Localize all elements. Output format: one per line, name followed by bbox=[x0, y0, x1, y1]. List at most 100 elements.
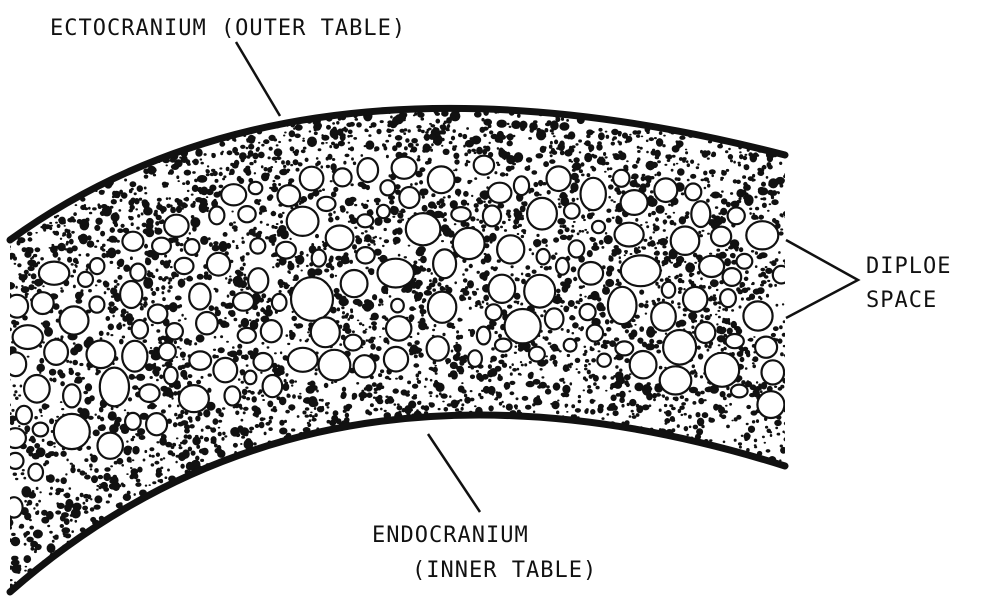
stipple-dot bbox=[218, 347, 225, 353]
stipple-dot bbox=[227, 150, 233, 155]
stipple-dot bbox=[678, 287, 683, 291]
stipple-dot bbox=[33, 254, 37, 257]
stipple-dot bbox=[536, 153, 544, 158]
stipple-dot bbox=[629, 134, 631, 136]
stipple-dot bbox=[555, 252, 558, 255]
stipple-dot bbox=[130, 256, 133, 260]
stipple-dot bbox=[432, 329, 435, 331]
stipple-dot bbox=[430, 395, 432, 397]
stipple-dot bbox=[246, 147, 249, 150]
stipple-dot bbox=[666, 237, 668, 239]
stipple-dot bbox=[121, 464, 124, 467]
stipple-dot bbox=[84, 510, 89, 514]
stipple-dot bbox=[283, 383, 290, 391]
stipple-dot bbox=[566, 411, 568, 413]
stipple-dot bbox=[317, 406, 324, 412]
stipple-dot bbox=[585, 378, 588, 381]
stipple-dot bbox=[785, 356, 788, 358]
stipple-dot bbox=[596, 386, 600, 390]
stipple-dot bbox=[243, 411, 246, 414]
stipple-dot bbox=[156, 204, 163, 210]
stipple-dot bbox=[166, 197, 168, 200]
stipple-dot bbox=[426, 286, 432, 291]
stipple-dot bbox=[490, 360, 493, 362]
stipple-dot bbox=[771, 196, 774, 199]
stipple-dot bbox=[207, 165, 209, 167]
stipple-dot bbox=[780, 228, 783, 230]
stipple-dot bbox=[558, 229, 564, 235]
stipple-dot bbox=[80, 493, 84, 497]
stipple-dot bbox=[96, 370, 101, 374]
stipple-dot bbox=[605, 131, 608, 133]
stipple-dot bbox=[276, 144, 279, 146]
stipple-dot bbox=[117, 267, 120, 269]
stipple-dot bbox=[573, 277, 577, 281]
stipple-dot bbox=[538, 180, 543, 186]
stipple-dot bbox=[241, 381, 244, 384]
stipple-dot bbox=[222, 407, 225, 410]
stipple-dot bbox=[479, 376, 485, 382]
stipple-dot bbox=[612, 217, 615, 219]
stipple-dot bbox=[657, 299, 660, 302]
stipple-dot bbox=[530, 128, 534, 133]
stipple-dot bbox=[290, 164, 293, 166]
stipple-dot bbox=[715, 314, 718, 316]
stipple-dot bbox=[664, 164, 667, 166]
stipple-dot bbox=[754, 439, 757, 443]
stipple-dot bbox=[28, 237, 33, 241]
stipple-dot bbox=[474, 111, 482, 117]
stipple-dot bbox=[152, 275, 156, 278]
stipple-dot bbox=[204, 271, 208, 275]
diploe-cell bbox=[261, 320, 282, 342]
stipple-dot bbox=[229, 222, 233, 226]
stipple-dot bbox=[279, 290, 282, 293]
stipple-dot bbox=[49, 222, 52, 224]
stipple-dot bbox=[671, 300, 674, 304]
stipple-dot bbox=[783, 320, 786, 323]
stipple-dot bbox=[110, 261, 114, 264]
stipple-dot bbox=[153, 212, 158, 217]
stipple-dot bbox=[24, 425, 30, 432]
stipple-dot bbox=[302, 140, 305, 142]
stipple-dot bbox=[564, 278, 572, 285]
stipple-dot bbox=[279, 428, 287, 435]
stipple-dot bbox=[389, 200, 394, 205]
stipple-dot bbox=[180, 410, 184, 415]
stipple-dot bbox=[590, 346, 593, 349]
stipple-dot bbox=[584, 368, 588, 371]
stipple-dot bbox=[525, 265, 530, 270]
stipple-dot bbox=[553, 360, 558, 365]
stipple-dot bbox=[130, 181, 137, 187]
stipple-dot bbox=[700, 375, 703, 378]
stipple-dot bbox=[739, 305, 742, 308]
stipple-dot bbox=[556, 411, 559, 415]
stipple-dot bbox=[417, 401, 421, 405]
diploe-cell bbox=[213, 358, 237, 382]
stipple-dot bbox=[288, 178, 294, 183]
stipple-dot bbox=[109, 236, 117, 243]
stipple-dot bbox=[97, 279, 102, 283]
stipple-dot bbox=[74, 379, 78, 383]
stipple-dot bbox=[29, 526, 34, 530]
stipple-dot bbox=[703, 171, 707, 176]
stipple-dot bbox=[241, 237, 243, 240]
stipple-dot bbox=[302, 138, 304, 140]
stipple-dot bbox=[773, 326, 779, 331]
stipple-dot bbox=[11, 409, 14, 412]
stipple-dot bbox=[328, 217, 333, 223]
stipple-dot bbox=[597, 141, 602, 145]
stipple-dot bbox=[438, 408, 441, 410]
stipple-dot bbox=[647, 242, 651, 247]
stipple-dot bbox=[752, 364, 756, 368]
stipple-dot bbox=[92, 207, 97, 210]
diploe-cell bbox=[254, 353, 273, 371]
stipple-dot bbox=[767, 280, 770, 282]
stipple-dot bbox=[653, 398, 656, 401]
stipple-dot bbox=[300, 251, 304, 256]
stipple-dot bbox=[685, 398, 689, 402]
diploe-cell bbox=[189, 351, 211, 369]
stipple-dot bbox=[245, 387, 248, 389]
stipple-dot bbox=[572, 198, 576, 202]
stipple-dot bbox=[94, 468, 99, 473]
stipple-dot bbox=[361, 232, 364, 234]
